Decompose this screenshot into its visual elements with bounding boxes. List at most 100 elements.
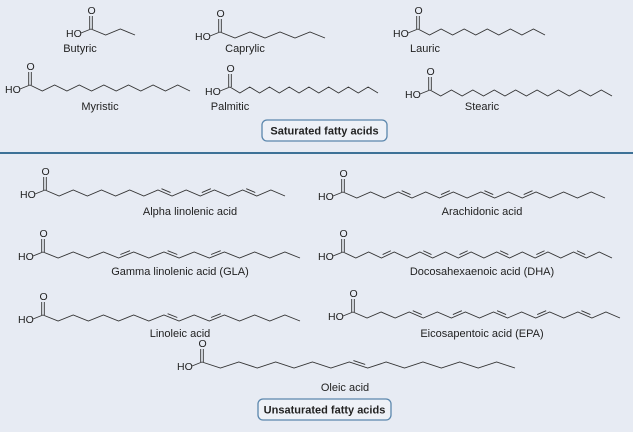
carbon-chain bbox=[42, 314, 301, 322]
bond bbox=[34, 189, 46, 195]
double-bond bbox=[423, 250, 432, 255]
oxygen-label: O bbox=[227, 63, 235, 75]
double-bond bbox=[537, 310, 547, 315]
bond bbox=[332, 191, 344, 197]
double-bond bbox=[536, 250, 545, 255]
unsaturated-section-label: Unsaturated fatty acids bbox=[264, 405, 386, 417]
oxygen-label: O bbox=[340, 228, 348, 240]
oxygen-label: O bbox=[217, 8, 225, 20]
double-bond bbox=[459, 250, 468, 255]
molecule-name: Gamma linolenic acid (GLA) bbox=[111, 266, 249, 278]
molecule-alpha-linolenic-acid: HO O Alpha linolenic acid bbox=[20, 166, 286, 218]
saturated-section: HOOButyricHOOCaprylicHOOLauricHOOMyristi… bbox=[5, 5, 613, 113]
hydroxyl-label: HO bbox=[195, 31, 211, 43]
oxygen-label: O bbox=[88, 5, 96, 17]
bond bbox=[219, 86, 231, 92]
carbon-chain bbox=[342, 191, 606, 199]
hydroxyl-label: HO bbox=[205, 86, 221, 98]
carbon-chain bbox=[352, 311, 621, 319]
hydroxyl-label: HO bbox=[20, 189, 36, 201]
molecule-name: Myristic bbox=[81, 101, 119, 113]
carbon-chain bbox=[42, 251, 301, 259]
hydroxyl-label: HO bbox=[318, 251, 334, 263]
double-bond bbox=[576, 250, 586, 255]
double-bond bbox=[210, 313, 221, 318]
molecule-name: Lauric bbox=[410, 43, 440, 55]
oxygen-label: O bbox=[340, 168, 348, 180]
double-bond bbox=[382, 250, 392, 255]
oxygen-label: O bbox=[42, 166, 50, 178]
molecule-name: Palmitic bbox=[211, 101, 250, 113]
hydroxyl-label: HO bbox=[393, 28, 409, 40]
double-bond bbox=[523, 190, 533, 195]
carbon-chain bbox=[342, 251, 613, 259]
molecule-palmitic: HO O Palmitic bbox=[205, 63, 379, 113]
molecule-lauric: HO O Lauric bbox=[393, 5, 546, 55]
saturated-label-box: Saturated fatty acids bbox=[261, 119, 388, 142]
bond bbox=[19, 84, 31, 90]
double-bond bbox=[210, 250, 221, 255]
carbon-chain bbox=[417, 28, 546, 36]
bond bbox=[419, 89, 431, 95]
oxygen-label: O bbox=[350, 288, 358, 300]
bond bbox=[191, 361, 203, 367]
molecule-name: Oleic acid bbox=[321, 382, 369, 394]
molecule-name: Alpha linolenic acid bbox=[143, 206, 237, 218]
molecule-caprylic: HO O Caprylic bbox=[195, 8, 326, 55]
molecule-gamma-linolenic-acid-gla: HO O Gamma linolenic acid (GLA) bbox=[18, 228, 301, 278]
hydroxyl-label: HO bbox=[405, 89, 421, 101]
molecule-name: Linoleic acid bbox=[150, 328, 211, 340]
molecule-name: Butyric bbox=[63, 43, 97, 55]
bond bbox=[407, 28, 419, 34]
double-bond bbox=[120, 250, 131, 255]
bond bbox=[332, 251, 344, 257]
oxygen-label: O bbox=[27, 61, 35, 73]
carbon-chain bbox=[429, 89, 613, 97]
double-bond bbox=[167, 250, 178, 255]
molecule-stearic: HO O Stearic bbox=[405, 66, 613, 113]
double-bond bbox=[440, 190, 450, 195]
oxygen-label: O bbox=[427, 66, 435, 78]
double-bond bbox=[246, 188, 256, 193]
oxygen-label: O bbox=[40, 228, 48, 240]
hydroxyl-label: HO bbox=[328, 311, 344, 323]
bond bbox=[32, 314, 44, 320]
saturated-section-label: Saturated fatty acids bbox=[270, 126, 378, 138]
carbon-chain bbox=[90, 28, 136, 36]
bond bbox=[342, 311, 354, 317]
molecule-butyric: HO O Butyric bbox=[63, 5, 136, 55]
carbon-chain bbox=[29, 84, 191, 92]
double-bond bbox=[401, 190, 411, 195]
double-bond bbox=[201, 188, 212, 193]
molecule-name: Stearic bbox=[465, 101, 500, 113]
carbon-chain bbox=[219, 31, 326, 39]
hydroxyl-label: HO bbox=[318, 191, 334, 203]
double-bond bbox=[412, 310, 422, 315]
unsaturated-label-box: Unsaturated fatty acids bbox=[257, 398, 392, 421]
double-bond bbox=[499, 250, 509, 255]
carbon-chain bbox=[229, 86, 379, 94]
double-bond bbox=[452, 310, 463, 315]
double-bond bbox=[484, 190, 494, 195]
hydroxyl-label: HO bbox=[18, 251, 34, 263]
bond bbox=[80, 28, 92, 34]
double-bond bbox=[353, 360, 366, 365]
hydroxyl-label: HO bbox=[66, 28, 82, 40]
bond bbox=[32, 251, 44, 257]
bond bbox=[209, 31, 221, 37]
oxygen-label: O bbox=[415, 5, 423, 17]
carbon-chain bbox=[44, 189, 286, 197]
molecule-name: Caprylic bbox=[225, 43, 265, 55]
oxygen-label: O bbox=[199, 338, 207, 350]
carbon-chain bbox=[201, 361, 516, 369]
double-bond bbox=[161, 188, 171, 193]
molecule-eicosapentoic-acid-epa: HO O Eicosapentoic acid (EPA) bbox=[328, 288, 621, 340]
molecule-name: Eicosapentoic acid (EPA) bbox=[420, 328, 543, 340]
